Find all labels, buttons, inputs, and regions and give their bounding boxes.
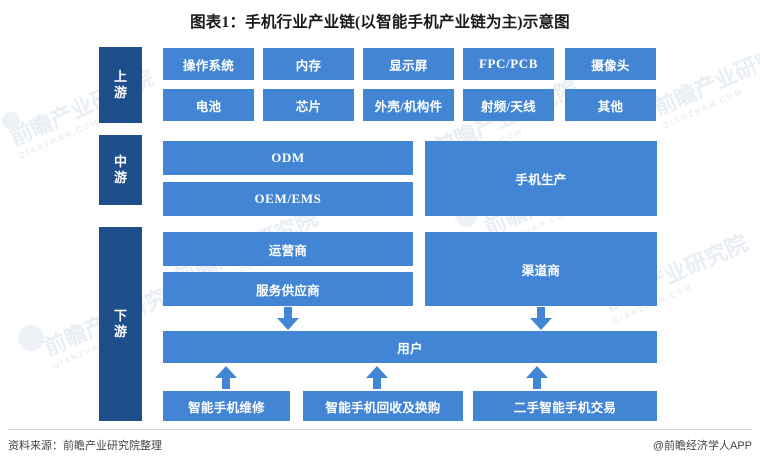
node-service-phone-repair[interactable]: 智能手机维修: [163, 391, 290, 421]
arrow-service-provider-to-user: [275, 307, 301, 331]
stage-label-upstream-char-2: 游: [113, 85, 127, 100]
node-upstream-chip[interactable]: 芯片: [263, 89, 354, 121]
stage-label-upstream: 上 游: [99, 47, 142, 123]
arrow-repair-to-user: [213, 366, 239, 390]
arrow-channel-to-user: [528, 307, 554, 331]
stage-label-downstream-char-2: 游: [113, 324, 127, 339]
footer-credit: @前瞻经济学人APP: [652, 440, 752, 452]
node-downstream-service-provider[interactable]: 服务供应商: [163, 272, 413, 306]
node-midstream-odm[interactable]: ODM: [163, 141, 413, 175]
node-service-phone-recycle-trade-in[interactable]: 智能手机回收及换购: [303, 391, 463, 421]
node-midstream-oem-ems[interactable]: OEM/EMS: [163, 182, 413, 216]
node-downstream-user[interactable]: 用户: [163, 331, 657, 363]
stage-label-downstream: 下 游: [99, 227, 142, 421]
watermark-circle: [2, 112, 20, 130]
node-upstream-memory[interactable]: 内存: [263, 48, 354, 80]
node-service-secondhand-trading[interactable]: 二手智能手机交易: [473, 391, 657, 421]
stage-label-upstream-char-1: 上: [113, 68, 127, 84]
arrow-recycle-to-user: [364, 366, 390, 390]
footer-divider: [8, 429, 752, 430]
node-upstream-battery[interactable]: 电池: [163, 89, 254, 121]
stage-label-midstream: 中 游: [99, 135, 142, 205]
node-upstream-camera[interactable]: 摄像头: [565, 48, 656, 80]
watermark-circle: [18, 325, 44, 351]
node-upstream-os[interactable]: 操作系统: [163, 48, 254, 80]
stage-label-midstream-char-2: 游: [113, 170, 127, 185]
stage-label-midstream-char-1: 中: [113, 153, 127, 169]
node-downstream-channel-dealer[interactable]: 渠道商: [425, 232, 657, 306]
node-upstream-rf-antenna[interactable]: 射频/天线: [463, 89, 554, 121]
node-midstream-phone-manufacturing[interactable]: 手机生产: [425, 141, 657, 216]
stage-label-downstream-char-1: 下: [113, 307, 127, 323]
node-upstream-fpc-pcb[interactable]: FPC/PCB: [463, 48, 554, 80]
node-upstream-other[interactable]: 其他: [565, 89, 656, 121]
chart-title: 图表1：手机行业产业链(以智能手机产业链为主)示意图: [190, 14, 570, 31]
footer-source: 资料来源：前瞻产业研究院整理: [8, 440, 162, 452]
node-downstream-operator[interactable]: 运营商: [163, 232, 413, 266]
node-upstream-display[interactable]: 显示屏: [363, 48, 454, 80]
node-upstream-case-structure[interactable]: 外壳/机构件: [363, 89, 454, 121]
arrow-secondhand-to-user: [524, 366, 550, 390]
